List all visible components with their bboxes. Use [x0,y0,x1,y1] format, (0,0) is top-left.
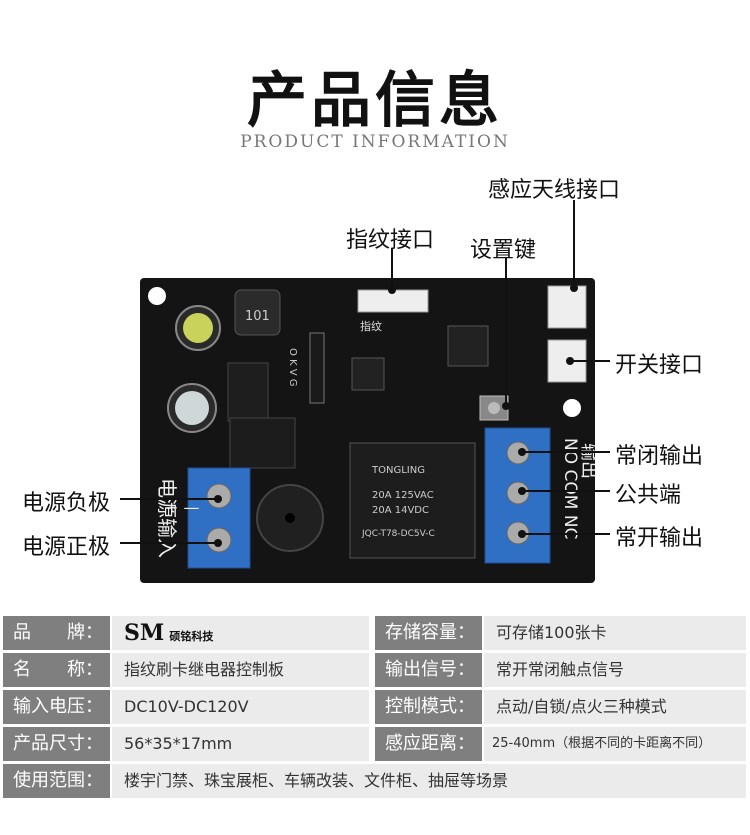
relay-rating-1: 20A 125VAC [372,490,434,501]
pcb-board-drawing: 101 O K V G 指纹 TONGLING 20A 125VAC 20A 1… [148,285,599,569]
spec-value: 可存储100张卡 [484,616,746,650]
spec-label: 输出信号： [375,653,482,687]
spec-label: 使用范围： [3,764,110,798]
relay-brand: TONGLING [371,465,425,476]
spec-row: 名 称： 指纹刷卡继电器控制板 输出信号： 常开常闭触点信号 [0,653,750,687]
spec-table: 品 牌： SM 硕铭科技 存储容量： 可存储100张卡 名 称： 指纹刷卡继电器… [0,610,750,835]
spec-label: 感应距离： [375,727,482,761]
spec-value: DC10V-DC120V [112,690,369,724]
spec-value: 点动/自锁/点火三种模式 [484,690,746,724]
spec-label: 产品尺寸： [3,727,110,761]
spec-label: 品 牌： [3,616,110,650]
callout-fingerprint-port: 指纹接口 [346,228,435,253]
callout-set-key: 设置键 [470,238,537,263]
spec-value: 常开常闭触点信号 [484,653,746,687]
spec-label: 输入电压： [3,690,110,724]
spec-row: 产品尺寸： 56*35*17mm 感应距离： 25-40mm（根据不同的卡距离不… [0,727,750,761]
silk-output: 输出 [578,443,595,479]
callout-antenna-port: 感应天线接口 [488,178,621,203]
callout-common: 公共端 [615,483,682,508]
silk-plus-minus: + — [165,498,200,517]
spec-row: 使用范围： 楼宇门禁、珠宝展柜、车辆改装、文件柜、抽屉等场景 [0,764,750,798]
pcb-board: 101 O K V G 指纹 TONGLING 20A 125VAC 20A 1… [140,278,599,583]
relay-model: JQC-T78-DC5V-C [361,529,435,539]
callout-nc-output: 常闭输出 [615,444,704,469]
silk-fingerprint: 指纹 [360,319,382,333]
callout-no-output: 常开输出 [615,526,704,551]
spec-row: 品 牌： SM 硕铭科技 存储容量： 可存储100张卡 [0,616,750,650]
silk-okvg: O K V G [287,348,298,387]
spec-value: 指纹刷卡继电器控制板 [112,653,369,687]
spec-label: 存储容量： [375,616,482,650]
spec-label: 控制模式： [375,690,482,724]
callout-power-positive: 电源正极 [22,535,111,560]
spec-value: 楼宇门禁、珠宝展柜、车辆改装、文件柜、抽屉等场景 [112,764,746,798]
silk-101: 101 [245,309,270,324]
silk-power-input: 电源输入 [155,478,179,558]
spec-label: 名 称： [3,653,110,687]
brand-value: SM 硕铭科技 [112,616,369,650]
callout-power-negative: 电源负极 [22,491,111,516]
spec-value: 25-40mm（根据不同的卡距离不同） [484,727,746,761]
spec-row: 输入电压： DC10V-DC120V 控制模式： 点动/自锁/点火三种模式 [0,690,750,724]
brand-name: 硕铭科技 [169,630,214,643]
callout-switch-port: 开关接口 [615,353,704,378]
silk-no-com-nc: NO COM NC [560,438,580,539]
brand-logo: SM [124,620,165,646]
page-subtitle: PRODUCT INFORMATION [240,132,510,152]
relay-rating-2: 20A 14VDC [372,505,429,516]
page-title: 产品信息 [247,66,503,136]
spec-value: 56*35*17mm [112,727,369,761]
